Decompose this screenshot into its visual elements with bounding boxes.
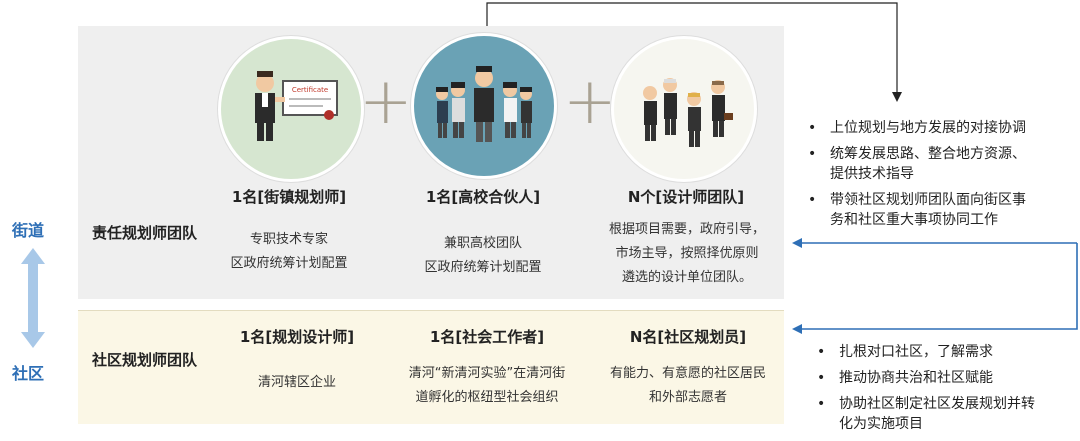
street-planner-illustration: Certificate (218, 36, 364, 182)
role-title-designer-team: N个[设计师团队] (627, 188, 745, 206)
responsible-team-label: 责任规划师团队 (92, 224, 198, 242)
community-level-label: 社区 (12, 364, 45, 383)
role-desc-planning-designer: 清河辖区企业 (257, 375, 336, 390)
role-title-social-worker: 1名[社会工作者] (429, 328, 545, 346)
role-desc-designer-team: 根据项目需要，政府引导， 市场主导，按照择优原则 遴选的设计单位团队。 (608, 222, 765, 285)
list-item: 上位规划与地方发展的对接协调 (808, 118, 1070, 138)
certificate-text: Certificate (292, 86, 328, 94)
role-title-planning-designer: 1名[规划设计师] (239, 328, 355, 346)
street-duties-list: 上位规划与地方发展的对接协调 统筹发展思路、整合地方资源、提供技术指导 带领社区… (808, 118, 1070, 236)
list-item: 推动协商共治和社区赋能 (817, 368, 1072, 388)
community-duties-list: 扎根对口社区，了解需求 推动协商共治和社区赋能 协助社区制定社区发展规划并转化为… (817, 342, 1072, 440)
university-partner-illustration (411, 33, 557, 179)
designer-team-illustration (611, 36, 757, 182)
role-title-street-planner: 1名[街镇规划师] (231, 188, 347, 206)
role-desc-community-planner: 有能力、有意愿的社区居民 和外部志愿者 (609, 366, 766, 405)
list-item: 扎根对口社区，了解需求 (817, 342, 1072, 362)
street-level-label: 街道 (12, 221, 45, 240)
plus-sign-2: + (563, 65, 617, 139)
community-team-panel (78, 310, 784, 424)
role-title-community-planner: N名[社区规划员] (629, 328, 747, 346)
role-desc-university-partner: 兼职高校团队 区政府统筹计划配置 (424, 236, 542, 275)
role-title-university-partner: 1名[高校合伙人] (425, 188, 541, 206)
list-item: 统筹发展思路、整合地方资源、提供技术指导 (808, 144, 1070, 184)
community-team-label: 社区规划师团队 (92, 351, 198, 369)
role-desc-social-worker: 清河“新清河实验”在清河街 道孵化的枢纽型社会组织 (408, 366, 566, 405)
role-desc-street-planner: 专职技术专家 区政府统筹计划配置 (230, 232, 348, 271)
plus-sign-1: + (359, 65, 413, 139)
